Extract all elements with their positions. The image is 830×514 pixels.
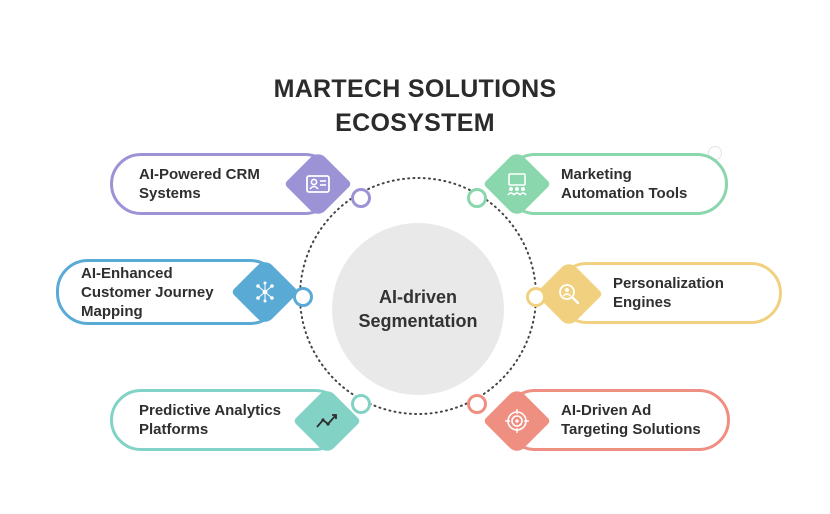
node-predictive-analytics[interactable]: Predictive Analytics Platforms [110,389,346,451]
connector-journey [293,287,313,307]
center-label-line-1: AI-driven [378,287,457,307]
diagram-title: MARTECH SOLUTIONS ECOSYSTEM [0,72,830,140]
node-ai-powered-crm[interactable]: AI-Powered CRM Systems [110,153,336,215]
id-card-icon [284,150,352,218]
node-label: AI-Powered CRM Systems [139,166,260,202]
node-label: Marketing Automation Tools [561,166,688,202]
connector-crm [351,188,371,208]
connector-targeting [467,394,487,414]
network-icon [231,258,299,326]
target-icon [483,387,551,455]
node-personalization-engines[interactable]: Personalization Engines [556,262,782,324]
node-ad-targeting[interactable]: AI-Driven Ad Targeting Solutions [504,389,730,451]
connector-predictive [351,394,371,414]
node-label: Predictive Analytics Platforms [139,402,282,438]
node-label: AI-Enhanced Customer Journey Mapping [81,264,214,320]
center-label-line-2: Segmentation [358,311,478,331]
presentation-icon [483,150,551,218]
magnifier-person-icon [535,260,603,328]
trend-chart-icon [293,387,361,455]
node-label: AI-Driven Ad Targeting Solutions [561,402,701,438]
node-label: Personalization Engines [613,275,724,311]
title-line-1: MARTECH SOLUTIONS [273,75,557,103]
title-line-2: ECOSYSTEM [335,109,495,137]
connector-personalization [526,287,546,307]
connector-automation [467,188,487,208]
node-marketing-automation[interactable]: Marketing Automation Tools [504,153,728,215]
center-hub: AI-driven Segmentation [332,223,504,395]
